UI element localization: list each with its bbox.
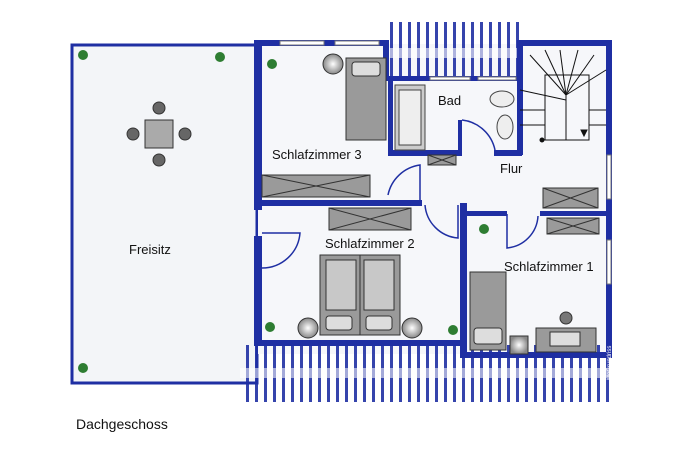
- bath-fixtures: [394, 84, 515, 151]
- room-label-bath: Bad: [438, 93, 461, 108]
- terrace-area: [70, 43, 259, 385]
- room-label-bedroom3: Schlafzimmer 3: [272, 147, 362, 162]
- windows: [279, 40, 612, 285]
- sink: [489, 90, 515, 108]
- room-label-terrace: Freisitz: [129, 242, 171, 257]
- floor-label: Dachgeschoss: [76, 416, 168, 432]
- room-label-bedroom1: Schlafzimmer 1: [504, 259, 594, 274]
- terrace-table: [144, 119, 174, 149]
- room-label-bedroom2: Schlafzimmer 2: [325, 236, 415, 251]
- furniture: [126, 53, 600, 355]
- staircase: [519, 49, 607, 143]
- toilet: [496, 114, 514, 140]
- plants: [78, 50, 489, 373]
- doors: [261, 119, 539, 269]
- top-balcony: [388, 22, 520, 78]
- watermark: MeGrundriss: [607, 346, 613, 380]
- room-label-hall: Flur: [500, 161, 523, 176]
